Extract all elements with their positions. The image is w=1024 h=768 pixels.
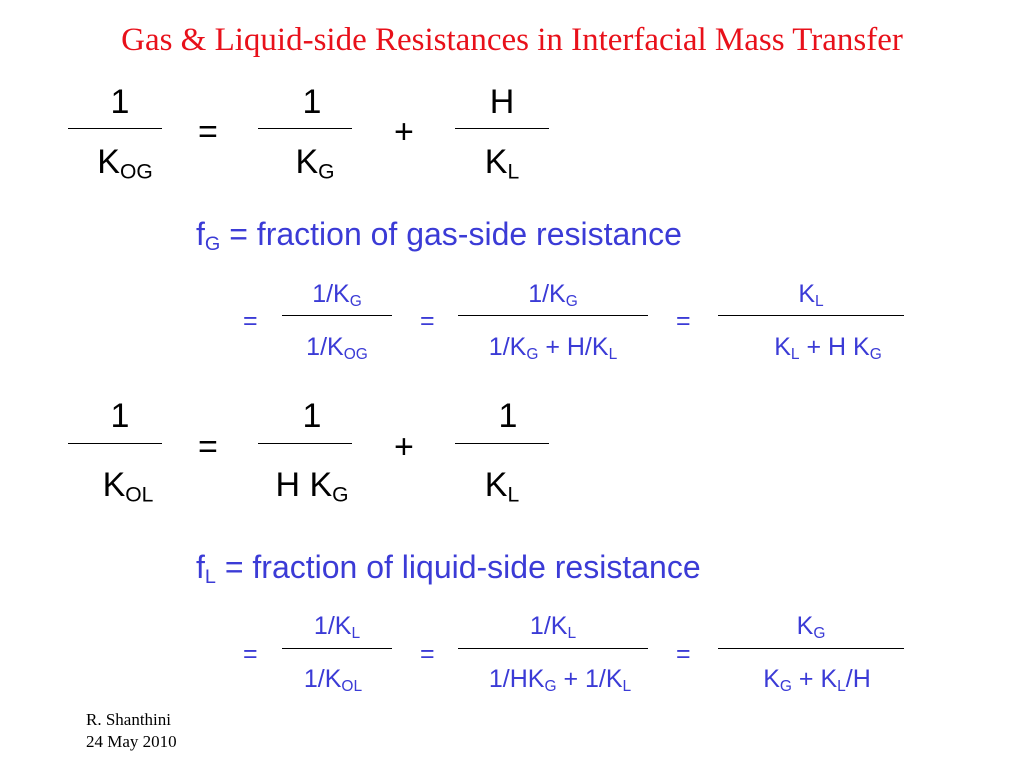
- fl-b-numerator: 1/KL: [529, 612, 577, 642]
- equals-sign: =: [420, 307, 435, 335]
- slide-title: Gas & Liquid-side Resistances in Interfa…: [121, 22, 903, 58]
- fraction-bar: [282, 315, 392, 316]
- lhs-numerator: 1: [110, 83, 130, 121]
- fraction-bar: [68, 128, 162, 129]
- fraction-bar: [458, 315, 648, 316]
- fl-b-denominator: 1/HKG + 1/KL: [488, 665, 632, 695]
- equals-sign: =: [198, 428, 218, 466]
- equals-sign: =: [198, 113, 218, 151]
- fg-definition: fG = fraction of gas-side resistance: [196, 216, 682, 255]
- fg-a-numerator: 1/KG: [312, 280, 362, 310]
- footer: R. Shanthini 24 May 2010: [86, 709, 177, 753]
- term2-numerator: 1: [498, 397, 518, 435]
- fraction-bar: [455, 443, 549, 444]
- fraction-bar: [458, 648, 648, 649]
- term2-denominator: KL: [484, 143, 520, 184]
- term2-numerator: H: [489, 83, 515, 121]
- fl-c-denominator: KG + KL/H: [763, 665, 871, 695]
- equals-sign: =: [243, 640, 258, 668]
- fraction-bar: [718, 315, 904, 316]
- fg-a-denominator: 1/KOG: [306, 333, 368, 363]
- fraction-bar: [258, 443, 352, 444]
- fl-definition: fL = fraction of liquid-side resistance: [196, 549, 701, 588]
- fl-a-numerator: 1/KL: [313, 612, 361, 642]
- term1-numerator: 1: [302, 397, 322, 435]
- fl-a-denominator: 1/KOL: [303, 665, 363, 695]
- footer-author: R. Shanthini: [86, 710, 172, 729]
- fraction-bar: [258, 128, 352, 129]
- equals-sign: =: [243, 307, 258, 335]
- footer-date: 24 May 2010: [86, 732, 177, 751]
- fraction-bar: [455, 128, 549, 129]
- fg-c-denominator: KL + H KG: [774, 333, 882, 363]
- equals-sign: =: [676, 640, 691, 668]
- term1-denominator: KG: [295, 143, 335, 184]
- fg-b-denominator: 1/KG + H/KL: [488, 333, 618, 363]
- term1-numerator: 1: [302, 83, 322, 121]
- fg-b-numerator: 1/KG: [528, 280, 578, 310]
- fraction-bar: [718, 648, 904, 649]
- term2-denominator: KL: [484, 466, 520, 507]
- lhs-denominator: KOG: [97, 143, 153, 184]
- equals-sign: =: [420, 640, 435, 668]
- plus-sign: +: [394, 428, 414, 466]
- lhs-numerator: 1: [110, 397, 130, 435]
- fraction-bar: [68, 443, 162, 444]
- fg-c-numerator: KL: [798, 280, 824, 310]
- term1-denominator: H KG: [275, 466, 349, 507]
- plus-sign: +: [394, 113, 414, 151]
- lhs-denominator: KOL: [102, 466, 154, 507]
- equals-sign: =: [676, 307, 691, 335]
- fl-c-numerator: KG: [796, 612, 826, 642]
- fraction-bar: [282, 648, 392, 649]
